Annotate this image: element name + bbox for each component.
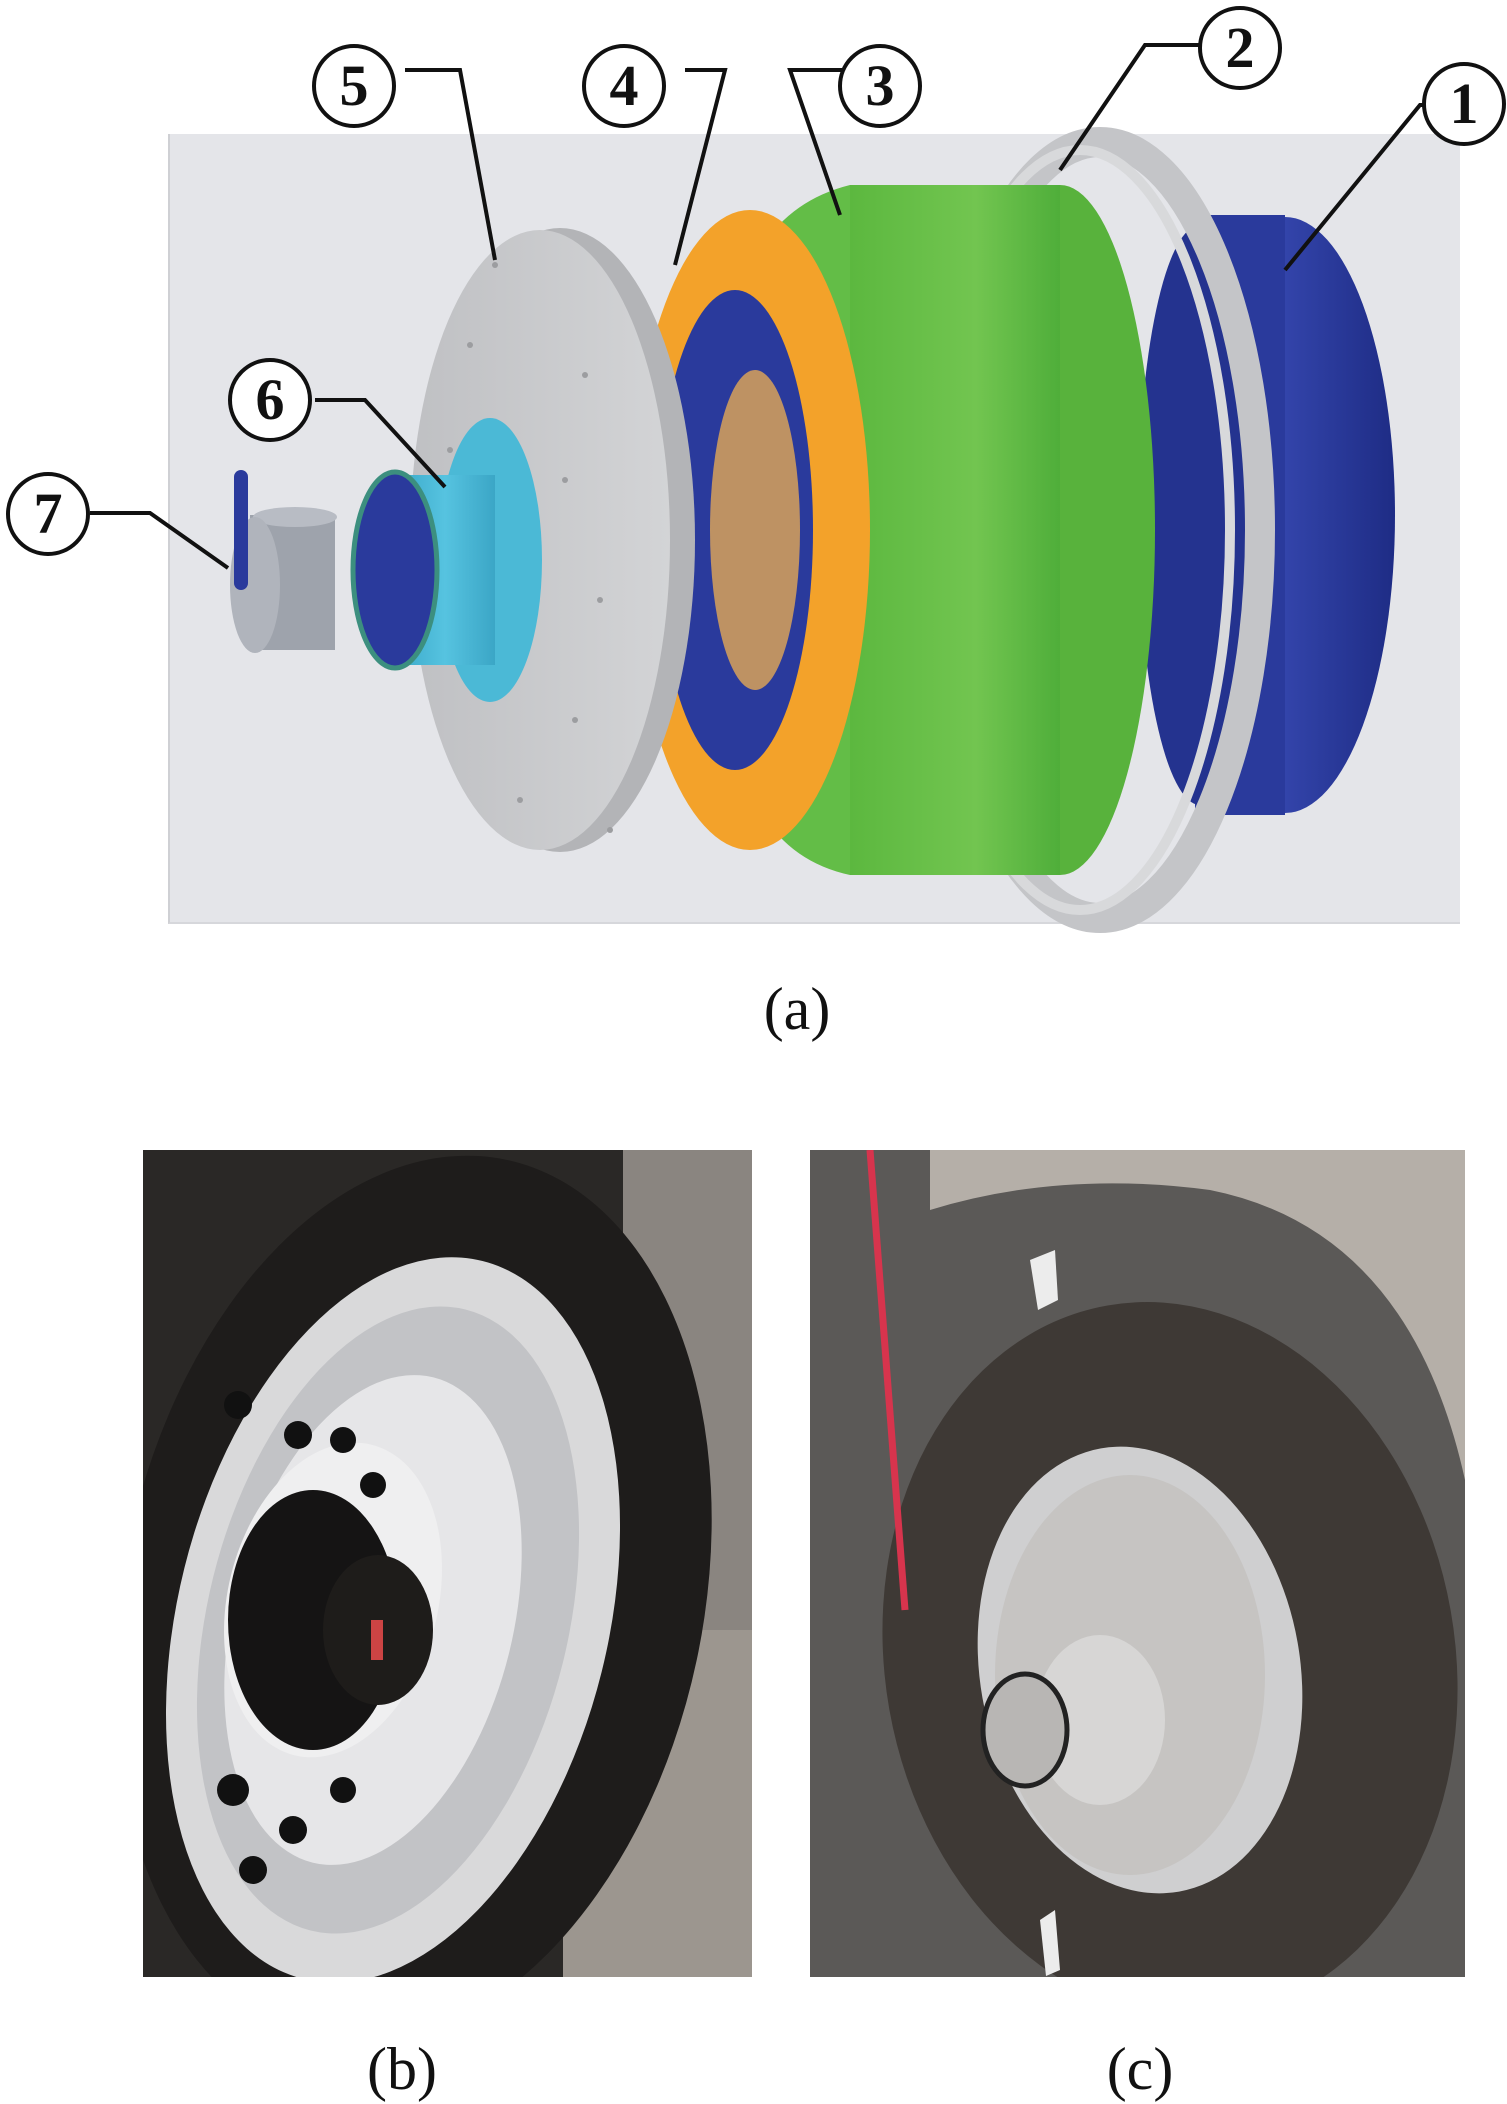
photo-b-wheel-hub bbox=[143, 1150, 752, 1977]
caption-c: (c) bbox=[1106, 2036, 1174, 2102]
callout-1: 1 bbox=[1422, 62, 1506, 146]
callout-5: 5 bbox=[312, 44, 396, 128]
callout-7: 7 bbox=[6, 472, 90, 556]
leader-line-4 bbox=[673, 68, 728, 266]
component-6-sleeve bbox=[350, 418, 542, 702]
component-7-end-cap bbox=[230, 470, 337, 653]
caption-b: (b) bbox=[367, 2036, 437, 2102]
leader-line-7 bbox=[90, 511, 230, 570]
leader-line-5 bbox=[405, 68, 497, 261]
callout-3: 3 bbox=[838, 44, 922, 128]
callout-4: 4 bbox=[582, 44, 666, 128]
leader-line-6 bbox=[315, 398, 447, 489]
caption-a: (a) bbox=[763, 976, 831, 1042]
component-4-flange bbox=[630, 210, 870, 850]
leader-line-2 bbox=[1058, 43, 1200, 172]
callout-2: 2 bbox=[1198, 6, 1282, 90]
photo-c-wheel-sensor bbox=[810, 1150, 1465, 1977]
exploded-wheel-diagram bbox=[90, 43, 1464, 933]
callout-6: 6 bbox=[228, 358, 312, 442]
